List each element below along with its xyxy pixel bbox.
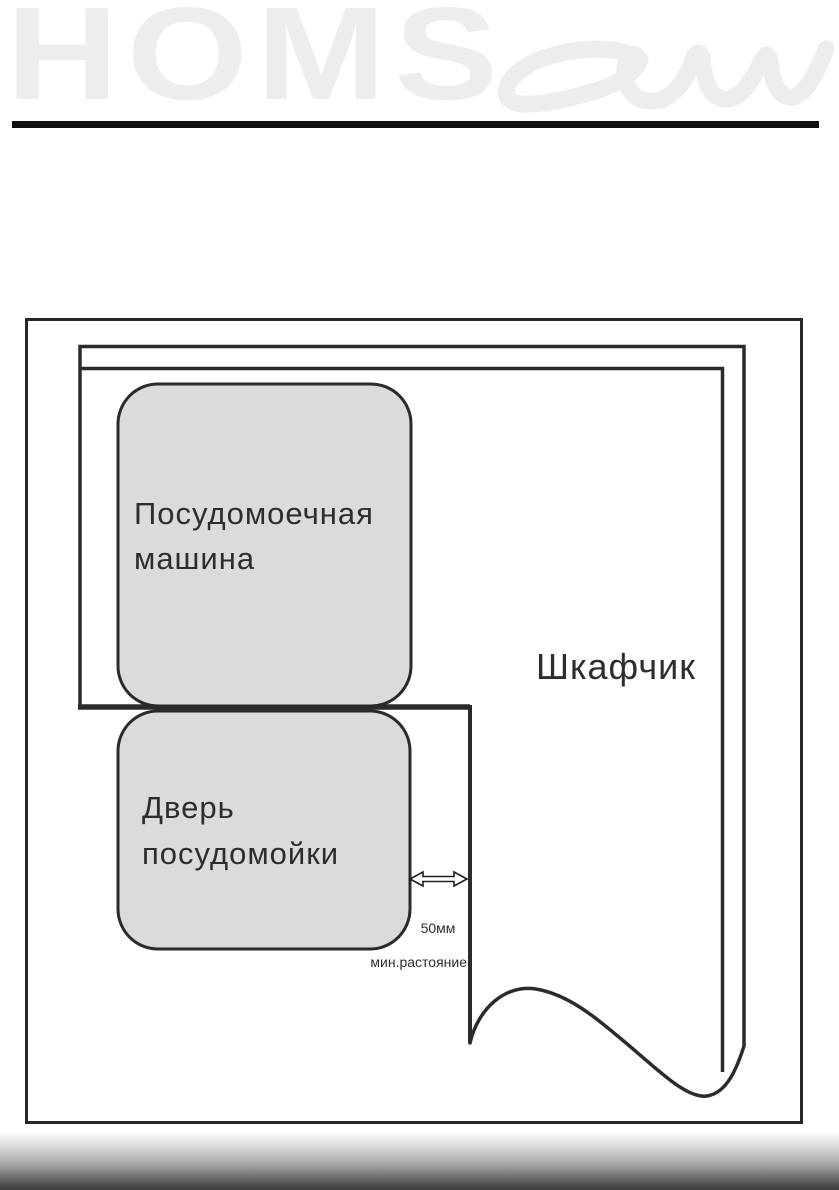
door-label-line2: посудомойки — [142, 836, 339, 871]
footer-gradient-bar — [0, 1131, 839, 1190]
cabinet-wall-line — [78, 344, 746, 1046]
cabinet-label: Шкафчик — [536, 646, 696, 687]
distance-caption: мин.растояние — [370, 954, 467, 970]
diagram-outer-border — [25, 318, 803, 1124]
break-wave-line — [468, 986, 746, 1098]
brand-script-stroke — [497, 40, 835, 113]
logo-header: HOMS — [0, 0, 839, 140]
dishwasher-box — [116, 382, 413, 708]
dishwasher-label-line2: машина — [134, 541, 255, 576]
door-label-line1: Дверь — [142, 790, 235, 825]
door-box — [116, 709, 412, 951]
brand-wordmark: HOMS — [6, 0, 507, 127]
distance-arrow-icon — [408, 870, 469, 888]
header-rule — [12, 121, 819, 128]
cabinet-inner-wall-line — [81, 366, 725, 1072]
brand-script-air-icon — [497, 40, 835, 113]
dishwasher-label-line1: Посудомоечная — [134, 496, 374, 531]
distance-value: 50мм — [421, 920, 456, 936]
